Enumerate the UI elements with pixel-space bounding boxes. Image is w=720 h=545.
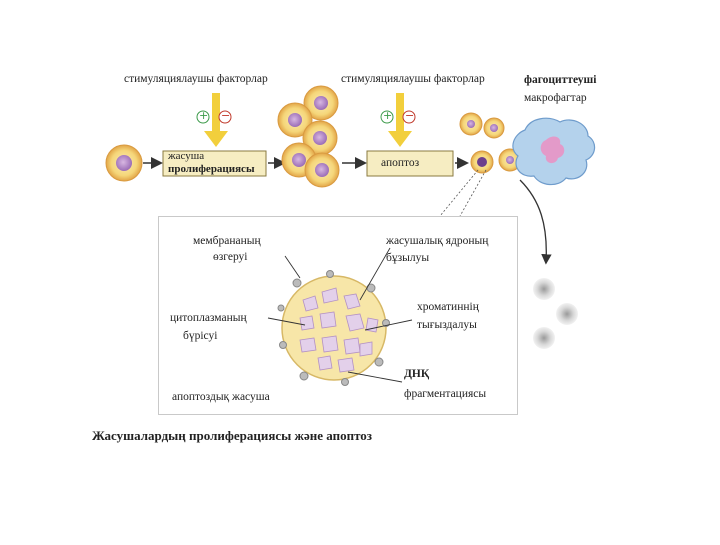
minus-sign-right: − (405, 109, 415, 122)
macrophage (512, 117, 596, 186)
large-apoptotic-cell (277, 270, 390, 386)
minus-sign: − (221, 109, 231, 122)
dna-fragmentation-label-2: фрагментациясы (404, 388, 487, 400)
chromatin-condensation-label-2: тығыздалуы (417, 319, 477, 331)
membrane-change-label-2: өзгеруі (213, 251, 248, 263)
minus-icon-right (402, 110, 416, 124)
minus-icon (218, 110, 232, 124)
nucleus-breakdown-label-1: жасушалық ядроның (386, 235, 489, 247)
cytoplasm-shrinkage-label-2: бүрісуі (183, 330, 218, 342)
apoptosis-label: апоптоз (381, 157, 420, 169)
stimulus-arrow-right (388, 93, 412, 147)
phagocytic-macrophages-label-2: макрофагтар (524, 92, 587, 104)
apoptotic-cells (459, 112, 522, 174)
proliferation-label-2: пролиферациясы (168, 163, 255, 175)
phagocytic-macrophages-label-1: фагоциттеуші (524, 74, 597, 86)
cytoplasm-shrinkage-label-1: цитоплазманың (170, 312, 247, 324)
nucleus-breakdown-label-2: бұзылуы (386, 252, 430, 264)
zoom-line-left (439, 169, 479, 217)
stimulating-factors-label-right: стимуляциялаушы факторлар (341, 73, 485, 85)
plus-icon-right (380, 110, 394, 124)
apoptotic-cell-label: апоптоздық жасуша (172, 391, 270, 403)
stimulus-arrow-left (204, 93, 228, 147)
plus-icon (196, 110, 210, 124)
proliferated-cell-cluster (277, 85, 340, 188)
stimulating-factors-label-left: стимуляциялаушы факторлар (124, 73, 268, 85)
leader-lines (267, 247, 413, 383)
proliferation-label-1: жасуша (168, 150, 205, 162)
plus-sign-right: + (383, 109, 393, 122)
apoptosis-box (366, 150, 454, 177)
arrow-to-degraded-cells (519, 179, 552, 265)
start-cell (105, 144, 143, 182)
plus-sign: + (199, 109, 209, 122)
degraded-cells (533, 278, 578, 349)
figure-caption: Жасушалардың пролиферациясы және апоптоз (92, 428, 373, 443)
membrane-change-label-1: мембрананың (193, 235, 261, 247)
proliferation-box (162, 150, 267, 177)
dna-fragmentation-label-1: ДНҚ (404, 368, 430, 380)
chromatin-condensation-label-1: хроматиннің (417, 301, 479, 313)
zoom-line-right (459, 169, 487, 217)
